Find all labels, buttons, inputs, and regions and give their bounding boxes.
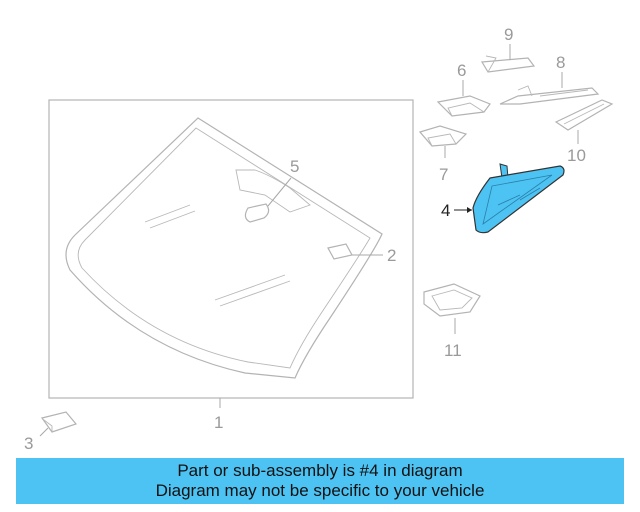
info-banner: Part or sub-assembly is #4 in diagram Di… <box>16 458 624 504</box>
trim-part-9[interactable] <box>480 55 536 73</box>
callout-8[interactable]: 8 <box>556 53 565 72</box>
callout-4[interactable]: 4 <box>441 201 450 220</box>
cover-part-7[interactable] <box>418 125 468 147</box>
rain-sensor[interactable] <box>244 203 270 223</box>
callout-5[interactable]: 5 <box>290 157 299 176</box>
callout-3[interactable]: 3 <box>24 434 33 453</box>
callout-10[interactable]: 10 <box>567 146 586 165</box>
banner-line-1: Part or sub-assembly is #4 in diagram <box>177 461 463 480</box>
clip-part-3[interactable] <box>40 411 78 433</box>
strip-part-10[interactable] <box>554 99 614 131</box>
banner-line-2: Diagram may not be specific to your vehi… <box>155 481 485 500</box>
callout-2[interactable]: 2 <box>387 246 396 265</box>
windshield-frame-box <box>48 99 414 399</box>
callout-1[interactable]: 1 <box>214 413 223 432</box>
rearview-mirror[interactable] <box>472 163 565 234</box>
callout-9[interactable]: 9 <box>504 25 513 44</box>
bracket-part-6[interactable] <box>436 95 491 117</box>
callout-11[interactable]: 11 <box>444 341 462 360</box>
parts-diagram: 5 2 1 3 4 6 7 9 <box>24 25 614 453</box>
callout-6[interactable]: 6 <box>457 61 466 80</box>
harness-part-8[interactable] <box>499 85 600 105</box>
callout-7[interactable]: 7 <box>439 165 448 184</box>
windshield-glass[interactable] <box>65 117 383 379</box>
lamp-part-11[interactable] <box>423 283 481 317</box>
